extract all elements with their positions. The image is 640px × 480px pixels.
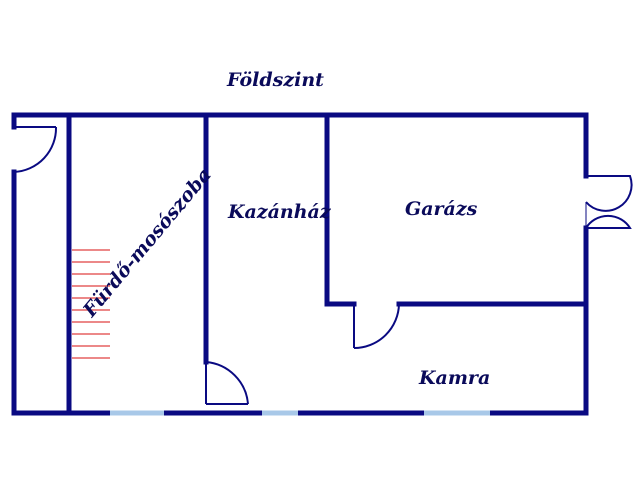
room-label-pantry: Kamra: [418, 367, 490, 389]
room-label-bathroom: Fürdő-mosószoba: [78, 164, 216, 322]
room-label-boiler-room: Kazánház: [227, 201, 332, 223]
walls: [11, 112, 589, 416]
doors: [13, 126, 633, 405]
floor-title: Földszint: [226, 69, 324, 91]
room-label-garage: Garázs: [405, 198, 478, 220]
stairs: [72, 249, 110, 359]
